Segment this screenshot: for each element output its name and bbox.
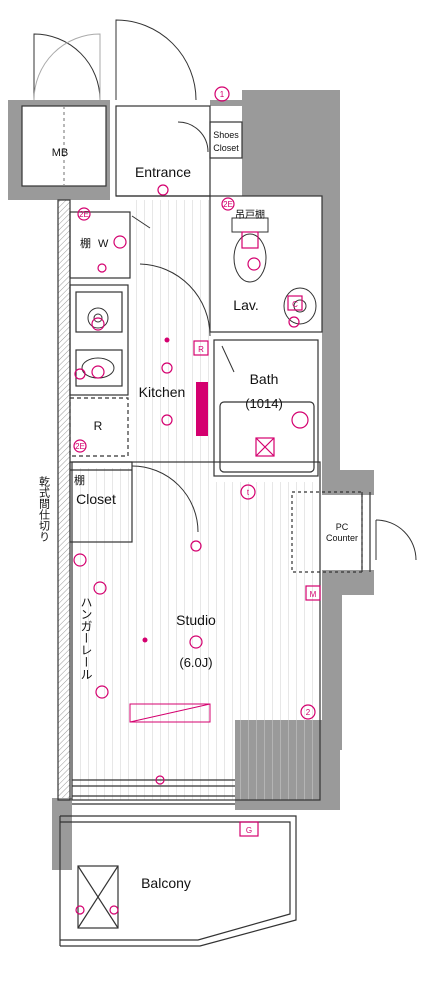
- label-bath-size: (1014): [245, 396, 283, 411]
- label-shoes-closet-1: Shoes: [213, 130, 239, 140]
- label-tana-w-shelf: 棚: [80, 236, 91, 250]
- svg-text:2E: 2E: [75, 442, 85, 451]
- svg-text:1: 1: [220, 90, 225, 99]
- svg-text:G: G: [246, 826, 252, 835]
- svg-text:t: t: [247, 488, 250, 497]
- label-balcony: Balcony: [141, 875, 191, 891]
- svg-text:2E: 2E: [79, 210, 89, 219]
- label-studio: Studio: [176, 612, 216, 628]
- label-studio-size: (6.0J): [179, 655, 212, 670]
- doors: [33, 19, 417, 561]
- svg-text:2: 2: [306, 708, 311, 717]
- label-tana-w: W: [98, 238, 109, 250]
- label-hanger-rail: ハンガーレール: [79, 596, 93, 680]
- fixtures: [81, 217, 317, 723]
- svg-text:2E: 2E: [223, 200, 233, 209]
- label-shoes-closet-2: Closet: [213, 143, 239, 153]
- svg-text:R: R: [198, 345, 204, 354]
- outlines: [21, 105, 371, 947]
- svg-text:M: M: [310, 590, 317, 599]
- electrical-marks: 1 2 t 2E 2E 2E R: [73, 86, 321, 915]
- label-kitchen: Kitchen: [139, 384, 186, 400]
- label-r: R: [94, 419, 103, 433]
- label-pc-counter-1: PC: [336, 522, 349, 532]
- label-entrance: Entrance: [135, 164, 191, 180]
- room-labels: MB Shoes Closet Entrance 棚 W Kitchen R 棚…: [52, 130, 358, 891]
- svg-text:C: C: [292, 300, 298, 309]
- label-drying-partition: 乾式間仕切り: [38, 476, 51, 542]
- label-bath: Bath: [250, 371, 279, 387]
- label-tsuritodana: 吊戸棚: [235, 208, 265, 221]
- label-closet: Closet: [76, 491, 116, 507]
- label-mb: MB: [52, 147, 69, 159]
- label-pc-counter-2: Counter: [326, 533, 358, 543]
- label-tana-closet: 棚: [74, 473, 85, 487]
- label-lav: Lav.: [233, 297, 258, 313]
